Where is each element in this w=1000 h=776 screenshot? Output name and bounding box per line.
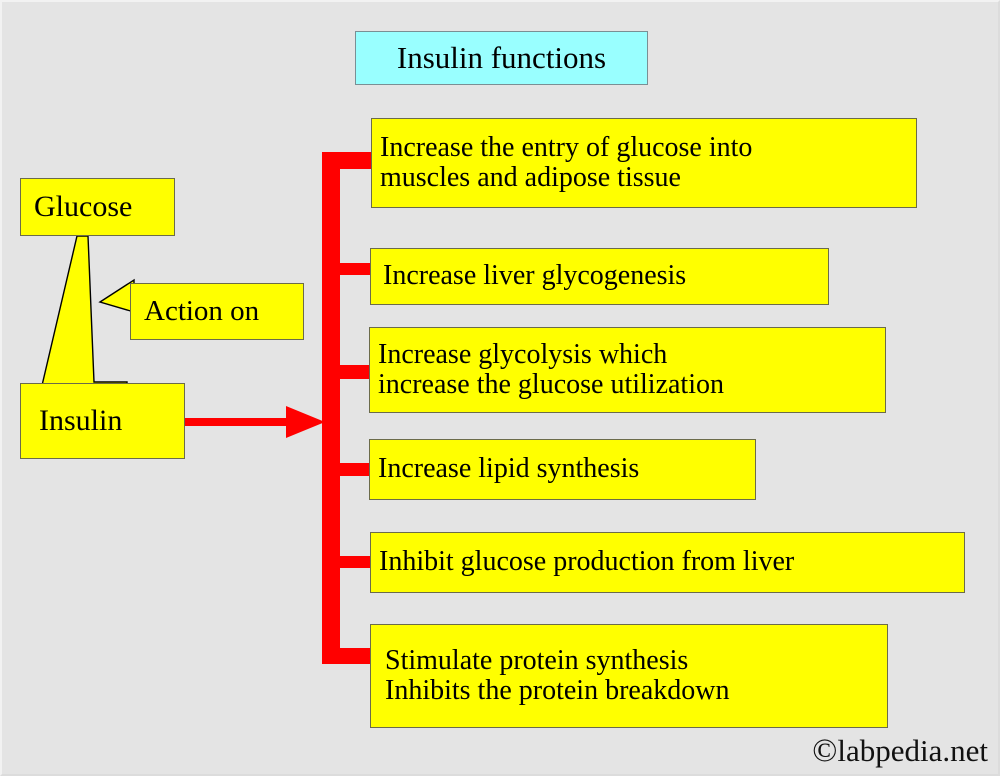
glucose-insulin-connector — [39, 235, 135, 395]
red-bracket — [322, 152, 374, 664]
bracket-branch-4 — [322, 556, 374, 568]
insulin-to-bracket-arrow-icon — [180, 406, 325, 438]
bracket-branch-2 — [322, 365, 374, 379]
function-box-5-line1: Stimulate protein synthesis — [385, 644, 689, 676]
node-action-on-label: Action on — [144, 294, 260, 327]
node-insulin-label: Insulin — [39, 403, 123, 437]
function-box-4: Inhibit glucose production from liver — [370, 532, 965, 593]
function-box-4-line1: Inhibit glucose production from liver — [379, 546, 795, 578]
function-box-3-line1: Increase lipid synthesis — [378, 453, 640, 485]
node-insulin: Insulin — [20, 383, 185, 459]
function-box-0-text: Increase the entry of glucose into muscl… — [380, 131, 916, 193]
node-action-on: Action on — [130, 283, 304, 340]
yellow-callout-tail-shape — [98, 278, 135, 313]
diagram-title-label: Insulin functions — [396, 40, 607, 75]
function-box-5-line2: Inhibits the protein breakdown — [385, 675, 730, 706]
bracket-branch-0 — [322, 152, 374, 169]
node-glucose: Glucose — [20, 178, 175, 236]
function-box-5-text: Stimulate protein synthesis Inhibits the… — [385, 644, 887, 706]
function-box-2-line1: Increase glycolysis which — [378, 338, 668, 370]
diagram-title: Insulin functions — [355, 31, 648, 85]
bracket-spine — [322, 152, 340, 664]
function-box-5: Stimulate protein synthesis Inhibits the… — [370, 624, 888, 728]
function-box-2-line2: increase the glucose utilization — [378, 369, 724, 400]
function-box-1-line1: Increase liver glycogenesis — [383, 260, 687, 292]
function-box-2-text: Increase glycolysis which increase the g… — [378, 338, 885, 400]
function-box-2: Increase glycolysis which increase the g… — [369, 327, 886, 413]
function-box-0-line1: Increase the entry of glucose into — [380, 131, 753, 163]
bracket-branch-3 — [322, 463, 374, 476]
function-box-3: Increase lipid synthesis — [369, 439, 756, 500]
watermark-text: labpedia.net — [837, 733, 988, 768]
bracket-branch-5 — [322, 648, 374, 664]
yellow-wedge-shape — [39, 235, 128, 395]
function-box-0-line2: muscles and adipose tissue — [380, 162, 681, 193]
function-box-1: Increase liver glycogenesis — [370, 248, 829, 305]
watermark: ©labpedia.net — [812, 733, 988, 770]
function-box-0: Increase the entry of glucose into muscl… — [371, 118, 917, 208]
node-glucose-label: Glucose — [34, 189, 133, 223]
bracket-branch-1 — [322, 263, 374, 275]
copyright-icon: © — [812, 733, 838, 769]
